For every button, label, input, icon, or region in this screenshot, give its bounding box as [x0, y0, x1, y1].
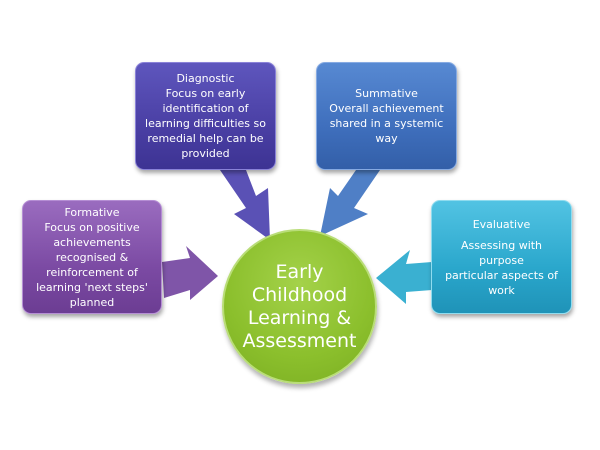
diagnostic-line: remedial help can be	[147, 132, 264, 145]
arrow-summative-to-center	[320, 170, 380, 236]
summative-line: shared in a systemic	[329, 117, 444, 130]
evaluative-title: Evaluative	[472, 217, 531, 231]
center-title-line: Assessment	[242, 329, 357, 352]
formative-line: Focus on positive	[44, 220, 140, 234]
diagnostic-title: Diagnostic	[176, 72, 235, 85]
summative-line: Overall achievement	[329, 102, 444, 115]
center-title-line: Childhood	[251, 283, 348, 306]
summative-line: way	[375, 132, 398, 145]
diagnostic-line: identification of	[162, 102, 249, 115]
formative-line: learning 'next steps'	[36, 280, 148, 294]
formative-line: achievements	[53, 235, 131, 249]
diagnostic-line: Focus on early	[165, 87, 246, 100]
center-title-line: Learning &	[247, 306, 352, 329]
formative-title: Formative	[64, 205, 120, 219]
evaluative-line: Assessing with purpose	[460, 238, 543, 267]
arrow-evaluative-to-center	[376, 250, 432, 304]
center-circle: Early Childhood Learning & Assessment	[222, 229, 377, 384]
evaluative-box: Evaluative Assessing with purpose partic…	[431, 200, 572, 314]
summative-title: Summative	[355, 87, 418, 100]
evaluative-line: work	[488, 283, 515, 297]
arrow-diagnostic-to-center	[220, 170, 270, 240]
summative-box: Summative Overall achievement shared in …	[316, 62, 457, 170]
diagnostic-line: provided	[181, 147, 230, 160]
formative-line: planned	[69, 295, 115, 309]
diagnostic-box: Diagnostic Focus on early identification…	[135, 62, 276, 170]
formative-box: Formative Focus on positive achievements…	[22, 200, 162, 314]
formative-line: recognised &	[55, 250, 129, 264]
arrow-formative-to-center	[162, 246, 218, 300]
formative-line: reinforcement of	[46, 265, 138, 279]
evaluative-line: particular aspects of	[445, 268, 558, 282]
diagnostic-line: learning difficulties so	[145, 117, 266, 130]
center-title-line: Early	[275, 260, 324, 283]
